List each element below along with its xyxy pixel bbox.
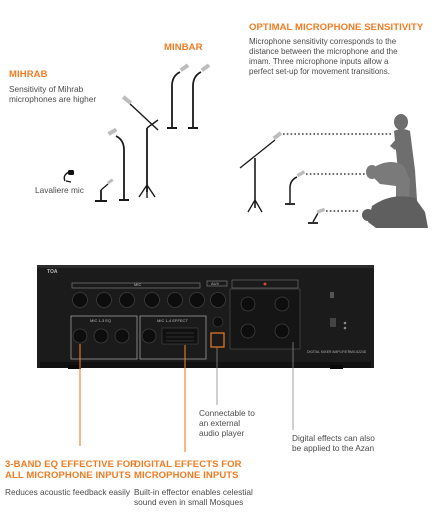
- effects-text: Built-in effector enables celestial soun…: [134, 487, 253, 507]
- digital-azan-line: be applied to the Azan: [292, 443, 375, 453]
- optimal-sensitivity-text: Microphone sensitivity corresponds to th…: [249, 37, 398, 77]
- gooseneck-mic-stand-3: [188, 63, 211, 129]
- eq-heading-line: 3-BAND EQ EFFECTIVE FOR: [5, 459, 138, 470]
- scene-boom-stand: [239, 131, 283, 213]
- mihrab-text: Sensitivity of Mihrab microphones are hi…: [9, 84, 96, 104]
- optimal-line: perfect set-up for movement transitions.: [249, 67, 390, 76]
- right-panel-knobs: [240, 296, 290, 339]
- boom-mic-stand: [121, 95, 159, 198]
- optimal-line: imam. Three microphone inputs allow a: [249, 57, 389, 66]
- eq-heading-line: ALL MICROPHONE INPUTS: [5, 470, 131, 481]
- amplifier-aux-label: AUX: [211, 281, 220, 286]
- sensitivity-scene: [239, 114, 428, 228]
- effects-heading-line: MICROPHONE INPUTS: [134, 470, 239, 481]
- connectable-text: Connectable to an external audio player: [199, 408, 255, 438]
- top-knob-row: [72, 292, 226, 308]
- lavaliere-mic-label: Lavaliere mic: [35, 185, 84, 195]
- optimal-line: distance between the microphone and the: [249, 47, 398, 56]
- lavaliere-mic-icon: [62, 168, 76, 184]
- optimal-sensitivity-heading: OPTIMAL MICROPHONE SENSITIVITY: [249, 22, 424, 33]
- eq-text: Reduces acoustic feedback easily: [5, 487, 130, 497]
- connectable-line: Connectable to: [199, 408, 255, 418]
- digital-azan-line: Digital effects can also: [292, 433, 375, 443]
- mihrab-line: microphones are higher: [9, 94, 97, 104]
- tabletop-mic-stand: [95, 178, 114, 202]
- scene-gooseneck-stand: [285, 170, 306, 205]
- eq-heading: 3-BAND EQ EFFECTIVE FOR ALL MICROPHONE I…: [5, 459, 137, 481]
- eq-knob-row: [72, 328, 130, 344]
- callout-lines: [79, 342, 294, 452]
- digital-azan-text: Digital effects can also be applied to t…: [292, 433, 375, 453]
- effect-knob-row: [141, 328, 157, 344]
- amplifier-brand: TOA: [47, 269, 58, 275]
- gooseneck-mic-stand-2: [167, 63, 190, 129]
- mihrab-heading: MIHRAB: [9, 69, 48, 80]
- amplifier-model-text: DIGITAL MIXER AMPLIFIER: [307, 350, 351, 354]
- scene-floor-mic: [308, 207, 326, 224]
- amplifier-effect-label: MIC 1-4 EFFECT: [157, 318, 188, 323]
- mixer-amplifier-unit: [37, 265, 374, 369]
- gooseneck-mic-stand-1: [107, 127, 129, 201]
- effects-line: sound even in small Mosques: [134, 497, 244, 507]
- optimal-line: Microphone sensitivity corresponds to th…: [249, 37, 397, 46]
- minbar-heading: MINBAR: [164, 42, 203, 53]
- effects-heading-line: DIGITAL EFFECTS FOR: [134, 459, 242, 470]
- mic-stand-group: [95, 63, 211, 202]
- amplifier-eq-label: MIC 1-3 EQ: [90, 318, 112, 323]
- connectable-line: an external: [199, 418, 241, 428]
- effects-heading: DIGITAL EFFECTS FOR MICROPHONE INPUTS: [134, 459, 242, 481]
- amplifier-mic-label: MIC: [134, 282, 142, 287]
- mihrab-line: Sensitivity of Mihrab: [9, 84, 84, 94]
- prostrating-person-figure: [362, 196, 428, 228]
- amplifier-model-number: MX-6224D: [350, 350, 367, 354]
- effects-line: Built-in effector enables celestial: [134, 487, 253, 497]
- connectable-line: audio player: [199, 428, 245, 438]
